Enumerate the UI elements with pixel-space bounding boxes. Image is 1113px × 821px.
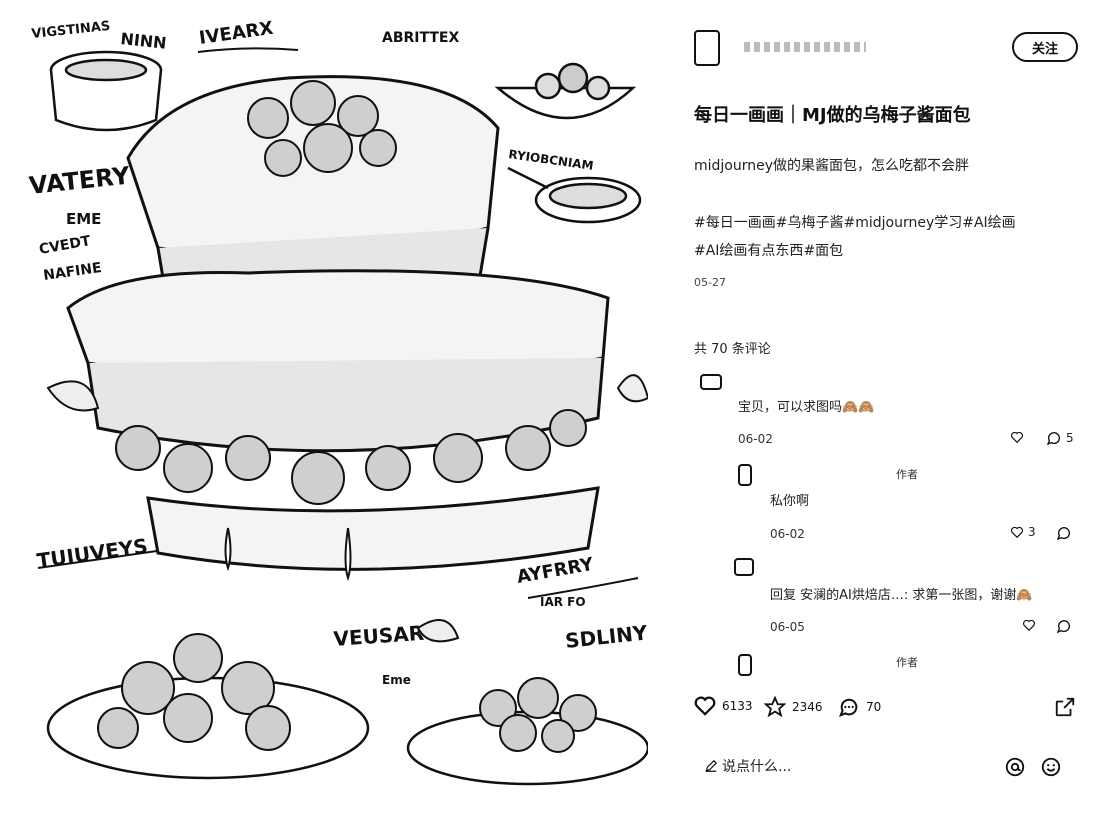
comment-text: 私你啊: [770, 494, 810, 509]
at-icon: [1004, 756, 1026, 778]
emoji-button[interactable]: [1040, 756, 1062, 778]
post-image[interactable]: VIGSTINAS NINN IVEARX ABRITTEX VATERY EM…: [28, 8, 648, 808]
tag-link[interactable]: #AI绘画有点东西: [694, 243, 804, 259]
tag-link[interactable]: #乌梅子酱: [775, 215, 844, 231]
comment-like-button[interactable]: 3: [1010, 525, 1036, 539]
art-label: VEUSAR: [333, 621, 425, 651]
comment-reply-button[interactable]: [1056, 525, 1072, 541]
comment-list[interactable]: 宝贝，可以求图吗🙈🙈 06-02 5 作者 私你啊 06-02 3: [694, 368, 1094, 686]
art-label: CVEDT: [38, 233, 92, 258]
heart-icon: [1010, 525, 1024, 539]
reply-count: 5: [1066, 431, 1074, 445]
comment-text: 宝贝，可以求图吗🙈🙈: [738, 400, 875, 415]
commenter-avatar[interactable]: [700, 374, 722, 390]
like-count: 3: [1028, 525, 1036, 539]
art-label: NAFINE: [42, 260, 102, 284]
art-label: TUIUVEYS: [35, 534, 149, 573]
commenter-avatar[interactable]: [738, 464, 752, 486]
heart-icon: [1010, 430, 1024, 444]
chat-bubble-icon: [1046, 430, 1062, 446]
comment-date: 06-02: [738, 432, 773, 446]
tag-link[interactable]: #AI绘画: [962, 215, 1016, 231]
author-badge: 作者: [896, 468, 918, 481]
chat-bubble-icon: [1056, 618, 1072, 634]
star-icon: [764, 696, 786, 718]
pencil-icon: [704, 759, 718, 773]
post-detail-panel: 关注 每日一画画｜MJ做的乌梅子酱面包 midjourney做的果酱面包，怎么吃…: [680, 0, 1113, 821]
author-row: 关注: [694, 30, 1084, 66]
share-button[interactable]: [1054, 696, 1076, 718]
post-date: 05-27: [694, 276, 726, 289]
comment-input-bar: 说点什么...: [694, 752, 1084, 782]
tag-link[interactable]: #midjourney学习: [843, 215, 963, 231]
comment-reply-button[interactable]: [1056, 618, 1072, 634]
commenter-avatar[interactable]: [734, 558, 754, 576]
comment-like-button[interactable]: [1022, 618, 1036, 632]
follow-button[interactable]: 关注: [1012, 32, 1078, 62]
comment-text: 回复 安澜的AI烘焙店…: 求第一张图，谢谢🙈: [770, 588, 1033, 603]
comment-date: 06-05: [770, 620, 805, 634]
share-icon: [1054, 696, 1076, 718]
heart-icon: [1022, 618, 1036, 632]
author-avatar[interactable]: [694, 30, 720, 66]
favorite-button[interactable]: 2346: [764, 696, 823, 718]
tag-link[interactable]: #面包: [803, 243, 844, 259]
author-badge: 作者: [896, 656, 918, 669]
comment-date: 06-02: [770, 527, 805, 541]
engagement-bar: 6133 2346 70: [694, 696, 1084, 726]
author-name[interactable]: [744, 42, 866, 52]
art-label: ABRITTEX: [382, 30, 459, 46]
post-description: midjourney做的果酱面包，怎么吃都不会胖: [694, 158, 970, 174]
comment-total: 70: [866, 700, 882, 714]
art-label: VIGSTINAS: [31, 19, 111, 42]
like-button[interactable]: 6133: [694, 696, 753, 716]
art-label: IAR FO: [540, 595, 586, 609]
favorite-count: 2346: [792, 700, 823, 714]
tag-link[interactable]: #每日一画画: [694, 215, 776, 231]
art-label: NINN: [120, 29, 168, 53]
chat-bubble-icon: [838, 696, 860, 718]
art-label: VATERY: [28, 162, 132, 200]
commenter-avatar[interactable]: [738, 654, 752, 676]
post-title: 每日一画画｜MJ做的乌梅子酱面包: [694, 105, 971, 126]
comment-like-button[interactable]: [1010, 430, 1024, 444]
sandwich-illustration: VIGSTINAS NINN IVEARX ABRITTEX VATERY EM…: [28, 18, 648, 786]
art-label: IVEARX: [198, 18, 275, 49]
comment-count-header: 共 70 条评论: [694, 342, 771, 357]
heart-icon: [694, 696, 716, 716]
art-label: SDLINY: [564, 620, 648, 653]
art-label: EME: [66, 210, 101, 228]
like-count: 6133: [722, 699, 753, 713]
mention-button[interactable]: [1004, 756, 1026, 778]
comment-input-placeholder: 说点什么...: [722, 759, 792, 775]
art-label: RYIOBCNIAM: [508, 147, 595, 173]
art-label: Eme: [382, 673, 411, 687]
comment-reply-button[interactable]: 5: [1046, 430, 1074, 446]
smile-icon: [1040, 756, 1062, 778]
tag-list: #每日一画画#乌梅子酱#midjourney学习#AI绘画 #AI绘画有点东西#面…: [694, 209, 1094, 265]
comment-input[interactable]: 说点什么...: [704, 756, 791, 776]
comment-button[interactable]: 70: [838, 696, 881, 718]
chat-bubble-icon: [1056, 525, 1072, 541]
